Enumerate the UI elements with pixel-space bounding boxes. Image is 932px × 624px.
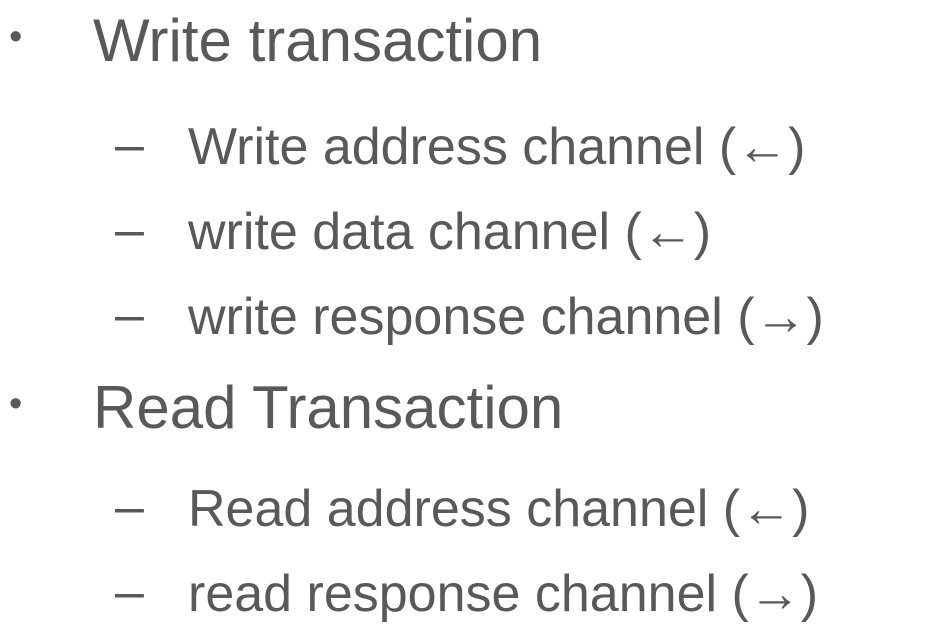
list-item-write-response-channel: – write response channel (→) bbox=[0, 286, 932, 347]
dash-icon: – bbox=[115, 201, 144, 259]
list-item-read-address-channel: – Read address channel (←) bbox=[0, 478, 932, 539]
dash-icon: – bbox=[115, 116, 144, 174]
dash-icon: – bbox=[115, 563, 144, 621]
list-item-write-data-channel: – write data channel (←) bbox=[0, 201, 932, 262]
list-item-text: write response channel (→) bbox=[188, 288, 824, 346]
dash-icon: – bbox=[115, 286, 144, 344]
list-item-text: read response channel (→) bbox=[188, 565, 819, 623]
bullet-icon: • bbox=[9, 383, 23, 425]
list-item-read-response-channel: – read response channel (→) bbox=[0, 563, 932, 624]
dash-icon: – bbox=[115, 478, 144, 536]
list-item-text: Write address channel (←) bbox=[188, 118, 806, 176]
list-item-write-address-channel: – Write address channel (←) bbox=[0, 116, 932, 177]
list-item-text: write data channel (←) bbox=[188, 203, 712, 261]
list-item-read-transaction: • Read Transaction bbox=[0, 373, 932, 451]
list-item-text: Write transaction bbox=[93, 7, 543, 74]
list-item-write-transaction: • Write transaction bbox=[0, 6, 932, 84]
bullet-icon: • bbox=[9, 16, 23, 58]
list-item-text: Read address channel (←) bbox=[188, 480, 810, 538]
list-item-text: Read Transaction bbox=[93, 374, 564, 441]
